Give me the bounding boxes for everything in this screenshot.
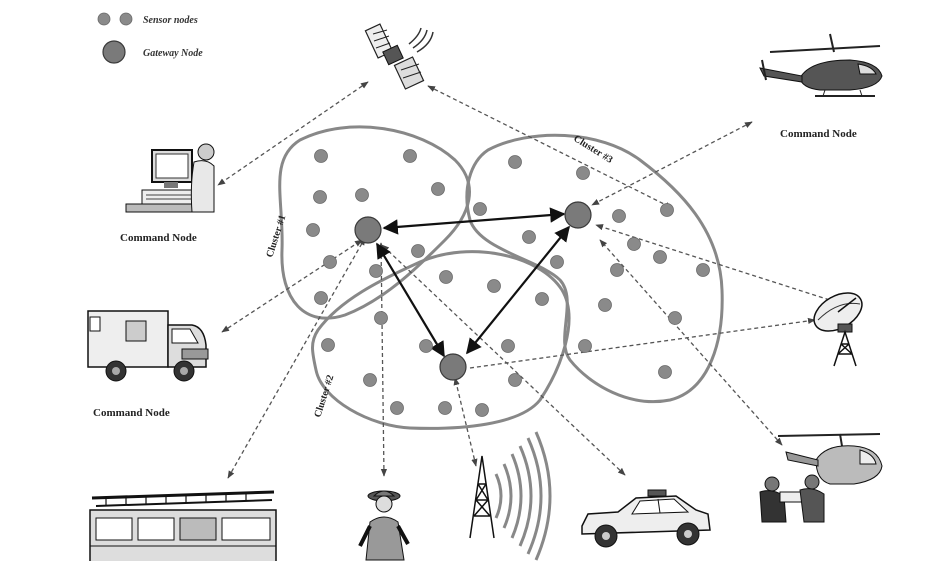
sensor-node [307, 224, 320, 237]
sensor-nodes [307, 150, 710, 417]
command-node-label-ambulance: Command Node [93, 407, 170, 419]
sensor-node [370, 265, 383, 278]
police-car-icon [582, 490, 710, 547]
legend-sensor-label: Sensor nodes [143, 15, 198, 26]
satellite-dish-icon [807, 285, 868, 366]
gateway-node-cluster-1 [355, 217, 381, 243]
legend-sensor-node-2 [120, 13, 132, 25]
sensor-node [322, 339, 335, 352]
sensor-node [599, 299, 612, 312]
fire-truck-icon [90, 492, 276, 561]
medevac-icon [760, 434, 882, 522]
sensor-node [577, 167, 590, 180]
sensor-node [628, 238, 641, 251]
sensor-node [315, 150, 328, 163]
sensor-node [502, 340, 515, 353]
sensor-node [654, 251, 667, 264]
sensor-node [476, 404, 489, 417]
sensor-node [391, 402, 404, 415]
sensor-node [439, 402, 452, 415]
firefighter-icon [360, 491, 408, 560]
sensor-node [314, 191, 327, 204]
sensor-node [375, 312, 388, 325]
sensor-node [440, 271, 453, 284]
gateway-node-cluster-3 [565, 202, 591, 228]
gateway-links [377, 214, 569, 356]
sensor-node [420, 340, 433, 353]
sensor-node [536, 293, 549, 306]
sensor-node [474, 203, 487, 216]
sensor-node [404, 150, 417, 163]
sensor-node [364, 374, 377, 387]
legend-sensor-node-1 [98, 13, 110, 25]
sensor-node [697, 264, 710, 277]
sensor-node [432, 183, 445, 196]
sensor-node [488, 280, 501, 293]
computer-user-icon [126, 144, 214, 212]
sensor-node [661, 204, 674, 217]
radio-tower-icon [470, 432, 550, 560]
sensor-node [611, 264, 624, 277]
sensor-node [551, 256, 564, 269]
command-node-label-computer: Command Node [120, 232, 197, 244]
sensor-node [669, 312, 682, 325]
sensor-node [315, 292, 328, 305]
legend: Sensor nodes Gateway Node [98, 13, 203, 63]
sensor-node [523, 231, 536, 244]
gateway-node-cluster-2 [440, 354, 466, 380]
sensor-node [412, 245, 425, 258]
satellite-icon [365, 24, 433, 89]
sensor-node [659, 366, 672, 379]
sensor-node [613, 210, 626, 223]
helicopter-icon [760, 34, 882, 96]
ambulance-icon [88, 311, 208, 381]
sensor-node [356, 189, 369, 202]
sensor-node [509, 156, 522, 169]
sensor-node [509, 374, 522, 387]
sensor-node [324, 256, 337, 269]
legend-gateway-label: Gateway Node [143, 48, 203, 59]
command-node-label-helicopter: Command Node [780, 128, 857, 140]
cluster-1-label: Cluster #1 [264, 214, 288, 259]
legend-gateway-node [103, 41, 125, 63]
sensor-node [579, 340, 592, 353]
